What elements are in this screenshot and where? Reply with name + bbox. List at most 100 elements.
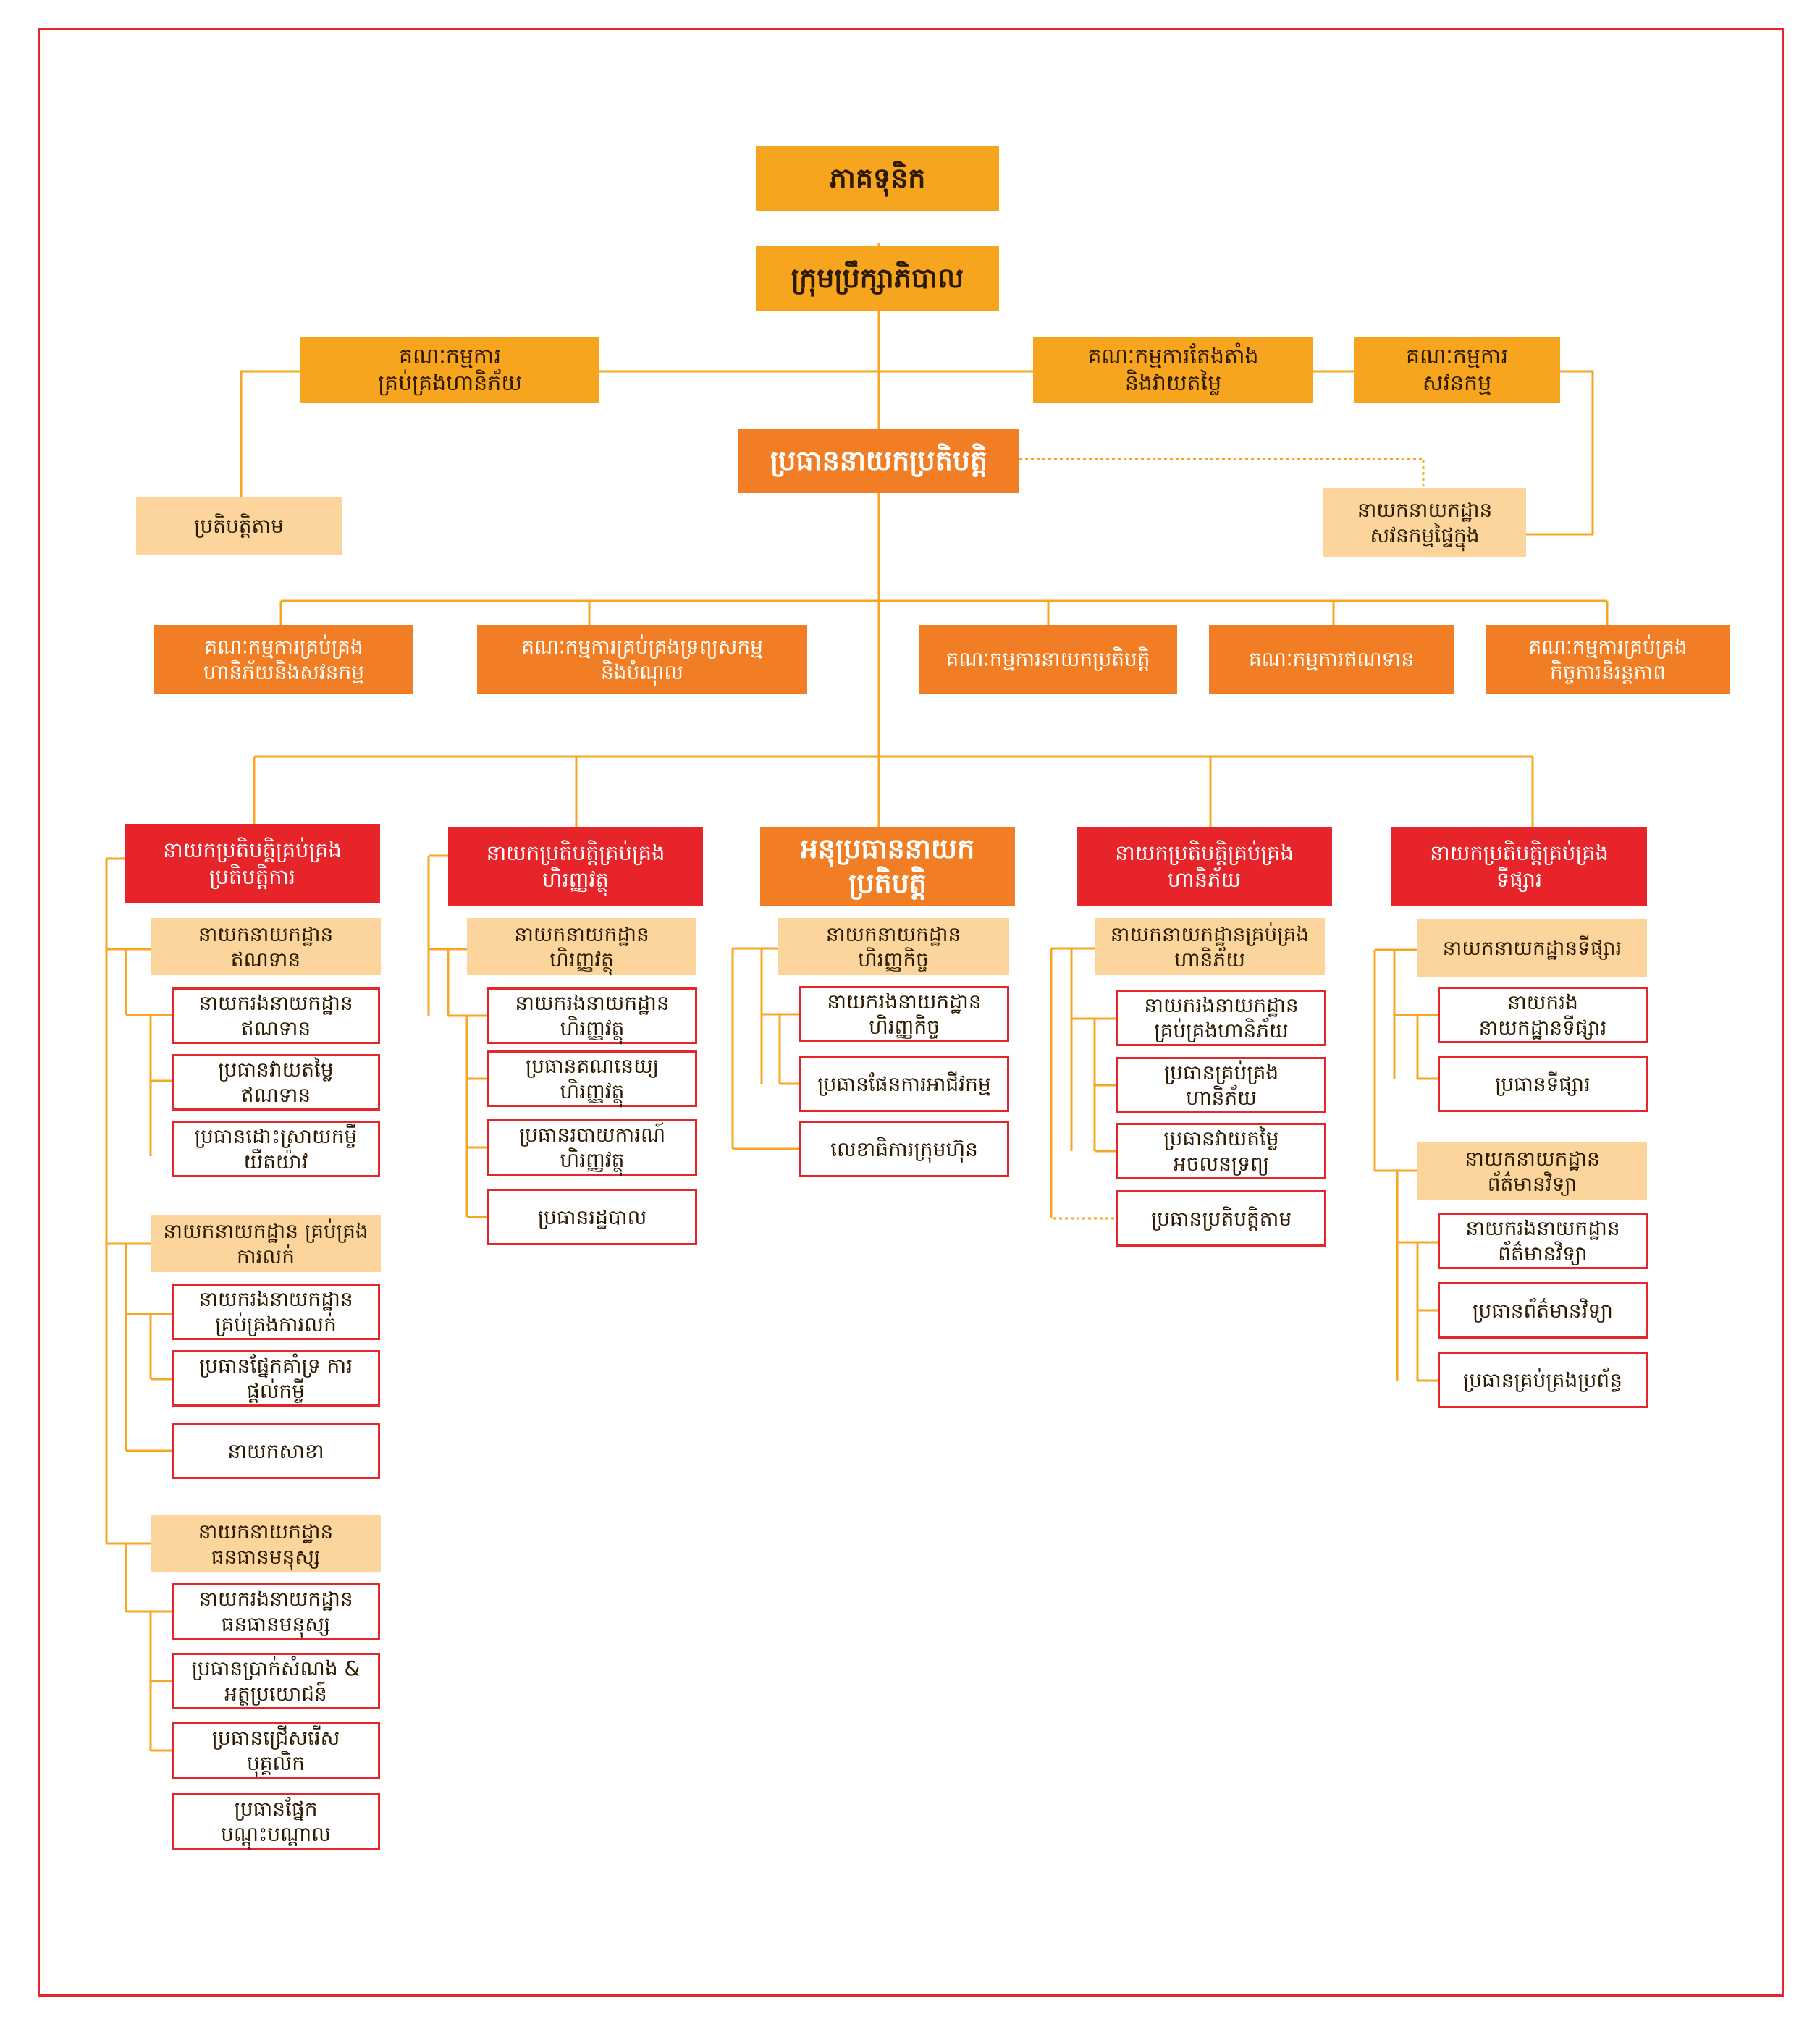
exec-market: នាយកប្រតិបត្តិគ្រប់គ្រង ទីផ្សារ bbox=[1391, 827, 1647, 906]
position-label: ប្រធានដោះស្រាយកម្ចី យឺតយ៉ាវ bbox=[194, 1124, 358, 1174]
compliance-box: ប្រតិបត្តិតាម bbox=[136, 497, 342, 555]
position-label: ប្រធានទីផ្សារ bbox=[1495, 1071, 1591, 1096]
exec-market-label: នាយកប្រតិបត្តិគ្រប់គ្រង ទីផ្សារ bbox=[1430, 841, 1609, 892]
position-label: ប្រធានគ្រប់គ្រងប្រព័ន្ធ bbox=[1463, 1368, 1622, 1392]
position-box: នាយករងនាយកដ្ឋាន ធនធានមនុស្ស bbox=[172, 1583, 380, 1640]
position-box: ប្រធានព័ត៌មានវិទ្យា bbox=[1438, 1282, 1648, 1339]
position-label: ប្រធានវាយតម្លៃ ឥណទាន bbox=[218, 1058, 334, 1107]
position-label: នាយករងនាយកដ្ឋាន ហិរញ្ញកិច្ច bbox=[827, 990, 982, 1039]
position-box: នាយករង នាយកដ្ឋានទីផ្សារ bbox=[1438, 987, 1648, 1043]
dept-title: នាយកនាយកដ្ឋានទីផ្សារ bbox=[1442, 936, 1622, 960]
risk-committee-label: គណៈកម្មការ គ្រប់គ្រងហានិភ័យ bbox=[378, 343, 522, 397]
position-box: ប្រធានប្រតិបត្តិតាម bbox=[1116, 1190, 1326, 1247]
dept-title: នាយកនាយកដ្ឋាន គ្រប់គ្រង ការលក់ bbox=[163, 1218, 368, 1268]
position-label: ប្រធានវាយតម្លៃ អចលនទ្រព្យ bbox=[1163, 1126, 1279, 1176]
position-box: ប្រធានផែនការអាជីវកម្ម bbox=[799, 1056, 1009, 1112]
exec-finance: នាយកប្រតិបត្តិគ្រប់គ្រង ហិរញ្ញវត្ថុ bbox=[448, 827, 703, 906]
exec-operations-label: នាយកប្រតិបត្តិគ្រប់គ្រង ប្រតិបត្តិការ bbox=[163, 838, 342, 889]
position-label: នាយករងនាយកដ្ឋាន គ្រប់គ្រងហានិភ័យ bbox=[1144, 993, 1299, 1042]
committee-label: គណៈកម្មការគ្រប់គ្រង កិច្ចការនិរន្តភាព bbox=[1528, 634, 1688, 684]
position-label: លេខាធិការក្រុមហ៊ុន bbox=[830, 1137, 978, 1161]
board-box: ក្រុមប្រឹក្សាភិបាល bbox=[756, 246, 999, 311]
position-label: នាយករង នាយកដ្ឋានទីផ្សារ bbox=[1478, 990, 1607, 1040]
position-box: នាយករងនាយកដ្ឋាន ហិរញ្ញកិច្ច bbox=[799, 986, 1009, 1042]
position-label: ប្រធានគណនេយ្យ ហិរញ្ញវត្ថុ bbox=[525, 1054, 660, 1103]
position-box: ប្រធានគ្រប់គ្រង ហានិភ័យ bbox=[1116, 1057, 1326, 1113]
position-label: នាយករងនាយកដ្ឋាន ហិរញ្ញវត្ថុ bbox=[515, 991, 670, 1040]
position-box: ប្រធានប្រាក់សំណង & អត្ថប្រយោជន៍ bbox=[172, 1653, 380, 1709]
dept-title: នាយកនាយកដ្ឋាន ហិរញ្ញកិច្ច bbox=[825, 922, 961, 972]
exec-risk: នាយកប្រតិបត្តិគ្រប់គ្រង ហានិភ័យ bbox=[1077, 827, 1332, 906]
nomination-committee-label: គណៈកម្មការតែងតាំង និងវាយតម្លៃ bbox=[1087, 343, 1259, 397]
committee-label: គណៈកម្មការនាយកប្រតិបត្តិ bbox=[945, 647, 1150, 671]
position-box: ប្រធានវាយតម្លៃ ឥណទាន bbox=[172, 1054, 380, 1111]
position-box: នាយករងនាយកដ្ឋាន ឥណទាន bbox=[172, 987, 380, 1044]
dept-risk: នាយកនាយកដ្ឋានគ្រប់គ្រង ហានិភ័យ bbox=[1095, 918, 1325, 975]
dept-title: នាយកនាយកដ្ឋាន ធនធានមនុស្ស bbox=[198, 1519, 334, 1569]
internal-audit-label: នាយកនាយកដ្ឋាន សវនកម្មផ្ទៃក្នុង bbox=[1357, 498, 1493, 547]
position-box: នាយករងនាយកដ្ឋាន ហិរញ្ញវត្ថុ bbox=[487, 987, 697, 1044]
position-box: ប្រធានគ្រប់គ្រងប្រព័ន្ធ bbox=[1438, 1352, 1648, 1408]
dept-finance: នាយកនាយកដ្ឋាន ហិរញ្ញវត្ថុ bbox=[467, 918, 696, 975]
committee-label: គណៈកម្មការគ្រប់គ្រង ហានិភ័យនិងសវនកម្ម bbox=[203, 634, 365, 684]
position-label: ប្រធានផ្នែក បណ្តុះបណ្តាល bbox=[221, 1797, 331, 1846]
ceo-label: ប្រធាននាយកប្រតិបត្តិ bbox=[770, 444, 988, 476]
exec-finance-label: នាយកប្រតិបត្តិគ្រប់គ្រង ហិរញ្ញវត្ថុ bbox=[486, 841, 665, 892]
internal-audit-box: នាយកនាយកដ្ឋាន សវនកម្មផ្ទៃក្នុង bbox=[1323, 488, 1526, 557]
nomination-committee-box: គណៈកម្មការតែងតាំង និងវាយតម្លៃ bbox=[1033, 337, 1313, 403]
position-box: ប្រធានគណនេយ្យ ហិរញ្ញវត្ថុ bbox=[487, 1050, 697, 1107]
risk-committee-box: គណៈកម្មការ គ្រប់គ្រងហានិភ័យ bbox=[300, 337, 599, 403]
position-label: ប្រធានគ្រប់គ្រង ហានិភ័យ bbox=[1163, 1061, 1279, 1110]
dept-sales: នាយកនាយកដ្ឋាន គ្រប់គ្រង ការលក់ bbox=[151, 1215, 381, 1272]
position-box: លេខាធិការក្រុមហ៊ុន bbox=[799, 1121, 1009, 1177]
position-label: នាយករងនាយកដ្ឋាន ធនធានមនុស្ស bbox=[198, 1587, 353, 1636]
position-label: នាយកសាខា bbox=[227, 1438, 324, 1463]
position-box: នាយករងនាយកដ្ឋាន ព័ត៌មានវិទ្យា bbox=[1438, 1213, 1648, 1269]
position-label: ប្រធានផ្នែកគាំទ្រ ការ ផ្តល់កម្ចី bbox=[198, 1354, 353, 1403]
chart-frame bbox=[38, 28, 1784, 1997]
position-label: នាយករងនាយកដ្ឋាន គ្រប់គ្រងការលក់ bbox=[198, 1287, 353, 1336]
position-label: នាយករងនាយកដ្ឋាន ព័ត៌មានវិទ្យា bbox=[1465, 1216, 1620, 1265]
dept-title: នាយកនាយកដ្ឋានគ្រប់គ្រង ហានិភ័យ bbox=[1110, 922, 1310, 972]
committee-risk-audit: គណៈកម្មការគ្រប់គ្រង ហានិភ័យនិងសវនកម្ម bbox=[154, 625, 413, 694]
position-box: ប្រធានរបាយការណ៍ ហិរញ្ញវត្ថុ bbox=[487, 1119, 697, 1176]
dept-hr: នាយកនាយកដ្ឋាន ធនធានមនុស្ស bbox=[151, 1515, 381, 1572]
committee-label: គណៈកម្មការឥណទាន bbox=[1249, 647, 1414, 671]
dept-title: នាយកនាយកដ្ឋាន ហិរញ្ញវត្ថុ bbox=[514, 922, 649, 972]
exec-deputy: អនុប្រធាននាយក ប្រតិបត្តិ bbox=[760, 827, 1015, 906]
position-box: ប្រធានផ្នែកគាំទ្រ ការ ផ្តល់កម្ចី bbox=[172, 1350, 380, 1407]
position-label: ប្រធានរដ្ឋបាល bbox=[537, 1205, 647, 1229]
shareholders-box: ភាគទុនិក bbox=[756, 146, 999, 211]
dept-financial-affairs: នាយកនាយកដ្ឋាន ហិរញ្ញកិច្ច bbox=[778, 918, 1009, 975]
committee-label: គណៈកម្មការគ្រប់គ្រងទ្រព្យសកម្ម និងបំណុល bbox=[521, 634, 763, 684]
committee-sustainability: គណៈកម្មការគ្រប់គ្រង កិច្ចការនិរន្តភាព bbox=[1486, 625, 1730, 694]
dept-title: នាយកនាយកដ្ឋាន ព័ត៌មានវិទ្យា bbox=[1465, 1146, 1600, 1196]
position-box: នាយករងនាយកដ្ឋាន គ្រប់គ្រងហានិភ័យ bbox=[1116, 990, 1326, 1046]
compliance-label: ប្រតិបត្តិតាម bbox=[194, 513, 284, 538]
position-label: ប្រធានព័ត៌មានវិទ្យា bbox=[1472, 1298, 1613, 1323]
audit-committee-label: គណៈកម្មការ សវនកម្ម bbox=[1406, 343, 1508, 397]
ceo-box: ប្រធាននាយកប្រតិបត្តិ bbox=[738, 429, 1019, 493]
position-label: ប្រធានផែនការអាជីវកម្ម bbox=[817, 1071, 991, 1096]
position-box: ប្រធានវាយតម្លៃ អចលនទ្រព្យ bbox=[1116, 1123, 1326, 1179]
exec-deputy-label: អនុប្រធាននាយក ប្រតិបត្តិ bbox=[800, 833, 975, 899]
committee-alco: គណៈកម្មការគ្រប់គ្រងទ្រព្យសកម្ម និងបំណុល bbox=[477, 625, 807, 694]
dept-marketing: នាយកនាយកដ្ឋានទីផ្សារ bbox=[1417, 919, 1647, 977]
audit-committee-box: គណៈកម្មការ សវនកម្ម bbox=[1354, 337, 1560, 403]
position-box: ប្រធានដោះស្រាយកម្ចី យឺតយ៉ាវ bbox=[172, 1121, 380, 1177]
position-label: នាយករងនាយកដ្ឋាន ឥណទាន bbox=[198, 991, 353, 1040]
position-box: នាយកសាខា bbox=[172, 1423, 380, 1479]
position-box: ប្រធានទីផ្សារ bbox=[1438, 1056, 1648, 1112]
board-label: ក្រុមប្រឹក្សាភិបាល bbox=[791, 262, 964, 295]
committee-executive: គណៈកម្មការនាយកប្រតិបត្តិ bbox=[919, 625, 1177, 694]
exec-risk-label: នាយកប្រតិបត្តិគ្រប់គ្រង ហានិភ័យ bbox=[1115, 841, 1294, 892]
dept-credit: នាយកនាយកដ្ឋាន ឥណទាន bbox=[151, 918, 381, 975]
position-box: ប្រធានផ្នែក បណ្តុះបណ្តាល bbox=[172, 1793, 380, 1850]
committee-credit: គណៈកម្មការឥណទាន bbox=[1209, 625, 1454, 694]
dept-title: នាយកនាយកដ្ឋាន ឥណទាន bbox=[198, 922, 334, 972]
position-box: ប្រធានរដ្ឋបាល bbox=[487, 1189, 697, 1245]
position-label: ប្រធានប្រតិបត្តិតាម bbox=[1150, 1206, 1292, 1231]
position-box: នាយករងនាយកដ្ឋាន គ្រប់គ្រងការលក់ bbox=[172, 1284, 380, 1340]
shareholders-label: ភាគទុនិក bbox=[829, 162, 926, 195]
